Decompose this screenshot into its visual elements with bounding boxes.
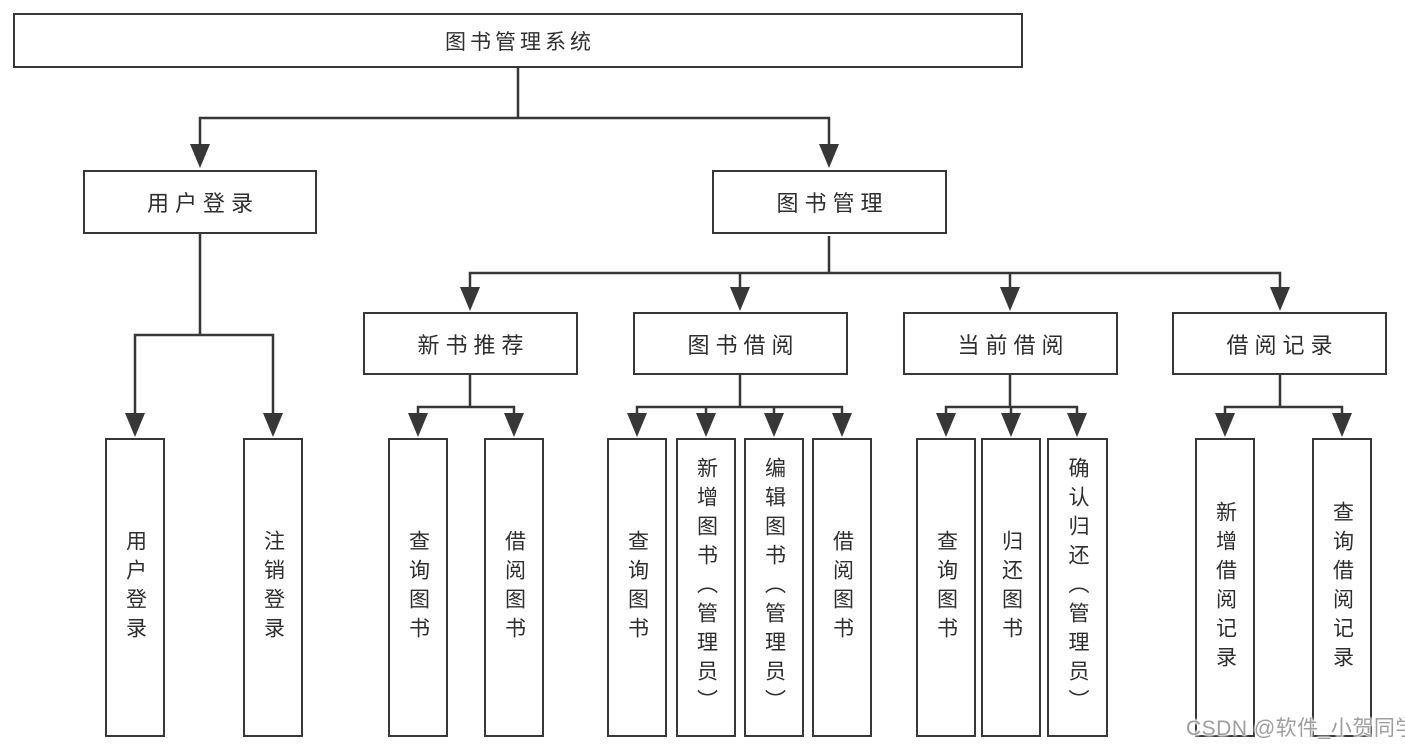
leaf-label: 新增借阅记录	[1213, 500, 1237, 675]
connector-book-borrow-to-leaves	[627, 375, 852, 437]
arrow-down-icon	[263, 413, 283, 437]
leaf-borrow-book-1: 借阅图书	[484, 438, 544, 737]
leaf-label: 查询图书	[406, 529, 430, 646]
leaf-label: 查询图书	[934, 529, 958, 646]
node-label: 图书借阅	[687, 332, 800, 358]
arrow-down-icon	[408, 413, 428, 437]
leaf-label: 确认归还（管理员）	[1066, 457, 1089, 718]
connector-root-to-level2	[190, 68, 839, 168]
watermark: CSDN @软件_小贺同学	[1186, 717, 1405, 740]
leaf-query-borrow-record: 查询借阅记录	[1312, 438, 1372, 737]
leaf-label: 注销登录	[261, 529, 285, 646]
node-user-login: 用户登录	[83, 170, 317, 234]
node-label: 借阅记录	[1226, 332, 1339, 358]
leaf-label: 查询借阅记录	[1330, 500, 1354, 675]
leaf-query-book-3: 查询图书	[916, 438, 976, 737]
arrow-down-icon	[730, 287, 750, 311]
connector-borrow-record-to-leaves	[1215, 375, 1352, 437]
leaf-label: 归还图书	[999, 529, 1023, 646]
node-label: 图书管理	[776, 191, 889, 216]
connector-line	[468, 236, 1282, 291]
connector-new-book-to-leaves	[408, 375, 524, 437]
arrow-down-icon	[460, 287, 480, 311]
arrow-down-icon	[1270, 287, 1290, 311]
arrow-down-icon	[1067, 413, 1087, 437]
connector-line	[133, 234, 275, 417]
node-label: 用户登录	[146, 191, 259, 216]
arrow-down-icon	[1001, 413, 1021, 437]
leaf-query-book-1: 查询图书	[388, 438, 448, 737]
arrow-down-icon	[125, 413, 145, 437]
leaf-label: 借阅图书	[502, 529, 526, 646]
connector-user-login-to-leaves	[125, 234, 283, 437]
leaf-add-book-admin: 新增图书（管理员）	[676, 438, 736, 737]
arrow-down-icon	[696, 413, 716, 437]
connector-line	[416, 375, 516, 417]
node-current-borrow: 当前借阅	[903, 312, 1118, 375]
arrow-down-icon	[504, 413, 524, 437]
leaf-label: 新增图书（管理员）	[694, 457, 718, 718]
connector-line	[944, 375, 1079, 417]
leaf-query-book-2: 查询图书	[607, 438, 667, 737]
leaf-label: 查询图书	[625, 529, 649, 646]
leaf-logout: 注销登录	[243, 438, 303, 737]
node-borrow-record: 借阅记录	[1172, 312, 1387, 375]
connector-current-borrow-to-leaves	[936, 375, 1087, 437]
leaf-add-borrow-record: 新增借阅记录	[1195, 438, 1255, 737]
arrow-down-icon	[1215, 413, 1235, 437]
node-new-book-recommend: 新书推荐	[363, 312, 578, 375]
arrow-down-icon	[936, 413, 956, 437]
connector-line	[635, 375, 844, 417]
node-root-system: 图书管理系统	[13, 13, 1023, 68]
node-label: 图书管理系统	[445, 30, 595, 54]
leaf-label: 用户登录	[123, 529, 147, 646]
node-book-management: 图书管理	[712, 170, 947, 234]
leaf-label: 借阅图书	[830, 529, 854, 646]
node-label: 当前借阅	[957, 332, 1070, 358]
arrow-down-icon	[832, 413, 852, 437]
arrow-down-icon	[764, 413, 784, 437]
leaf-borrow-book-2: 借阅图书	[812, 438, 872, 737]
leaf-label: 编辑图书（管理员）	[762, 457, 786, 718]
node-label: 新书推荐	[417, 332, 530, 358]
arrow-down-icon	[190, 144, 210, 168]
connector-line	[1223, 375, 1344, 417]
arrow-down-icon	[1332, 413, 1352, 437]
leaf-edit-book-admin: 编辑图书（管理员）	[744, 438, 804, 737]
connector-line	[198, 68, 831, 148]
arrow-down-icon	[1000, 287, 1020, 311]
leaf-user-login: 用户登录	[105, 438, 165, 737]
arrow-down-icon	[819, 144, 839, 168]
leaf-confirm-return-admin: 确认归还（管理员）	[1047, 438, 1108, 737]
leaf-return-book: 归还图书	[981, 438, 1041, 737]
arrow-down-icon	[627, 413, 647, 437]
node-book-borrow: 图书借阅	[633, 312, 848, 375]
connector-book-management-to-level3	[460, 236, 1290, 311]
